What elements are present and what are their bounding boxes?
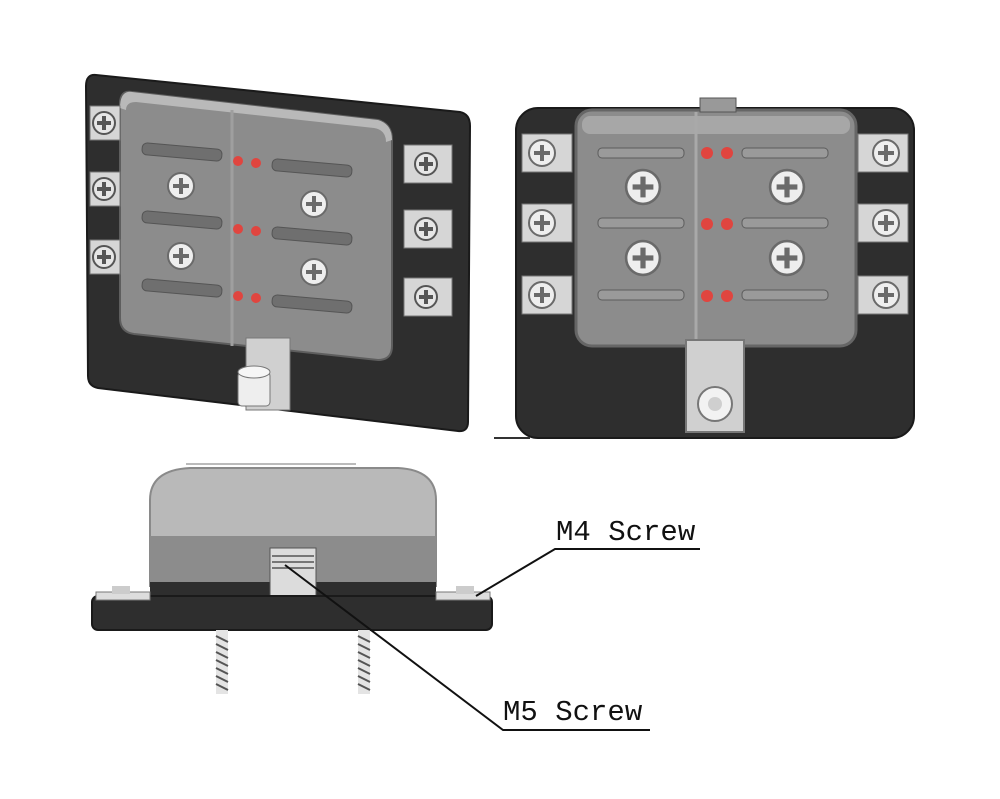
led-indicator xyxy=(701,218,713,230)
screw-icon xyxy=(528,139,556,167)
screw-icon xyxy=(92,111,116,135)
led-indicator xyxy=(701,290,713,302)
led-indicator xyxy=(721,218,733,230)
screw-icon xyxy=(528,209,556,237)
led-indicator xyxy=(701,147,713,159)
perspective-cover xyxy=(119,90,393,362)
screw-icon xyxy=(872,209,900,237)
screw-icon xyxy=(92,245,116,269)
top-left-terminals xyxy=(521,133,573,315)
screw-icon xyxy=(92,177,116,201)
led-indicator xyxy=(233,291,243,301)
screw-icon xyxy=(624,239,662,277)
screw-icon xyxy=(167,172,195,200)
m5-screw-label: M5 Screw xyxy=(503,696,643,729)
fuse-slot xyxy=(271,158,353,178)
screw-icon xyxy=(414,152,438,176)
fuse-slot xyxy=(741,289,829,301)
mounting-screw xyxy=(215,630,229,694)
led-indicator xyxy=(233,156,243,166)
fuse-slot xyxy=(141,278,223,298)
fuse-slot xyxy=(741,147,829,159)
m4-screw-label: M4 Screw xyxy=(556,516,696,549)
m4-leader xyxy=(475,548,700,597)
perspective-cover-top xyxy=(120,91,392,142)
screw-icon xyxy=(300,190,328,218)
leader-lines xyxy=(284,548,700,731)
screw-icon xyxy=(768,239,806,277)
fuse-slot xyxy=(741,217,829,229)
led-indicator xyxy=(251,158,261,168)
led-indicator xyxy=(251,293,261,303)
led-indicator xyxy=(233,224,243,234)
mounting-screw xyxy=(357,630,371,694)
right-terminals xyxy=(403,144,453,317)
led-indicator xyxy=(251,226,261,236)
side-view xyxy=(91,463,493,694)
left-terminals xyxy=(89,105,121,275)
fuse-slot xyxy=(141,210,223,230)
screw-icon xyxy=(872,139,900,167)
m5-leader xyxy=(284,564,650,731)
top-right-terminals xyxy=(857,133,909,315)
fuse-slot xyxy=(141,142,223,162)
screw-icon xyxy=(624,168,662,206)
side-base xyxy=(91,595,493,631)
fuse-slot xyxy=(597,147,685,159)
perspective-view xyxy=(84,73,472,433)
screw-icon xyxy=(300,258,328,286)
screw-icon xyxy=(872,281,900,309)
led-indicator xyxy=(721,147,733,159)
fuse-slot xyxy=(597,217,685,229)
screw-icon xyxy=(414,217,438,241)
fuse-slot xyxy=(271,294,353,314)
fuse-slot xyxy=(597,289,685,301)
led-indicator xyxy=(721,290,733,302)
screw-icon xyxy=(768,168,806,206)
m5-stud xyxy=(269,547,317,605)
fuse-slot xyxy=(271,226,353,246)
screw-icon xyxy=(167,242,195,270)
screw-icon xyxy=(528,281,556,309)
top-view xyxy=(494,97,915,439)
screw-icon xyxy=(414,285,438,309)
